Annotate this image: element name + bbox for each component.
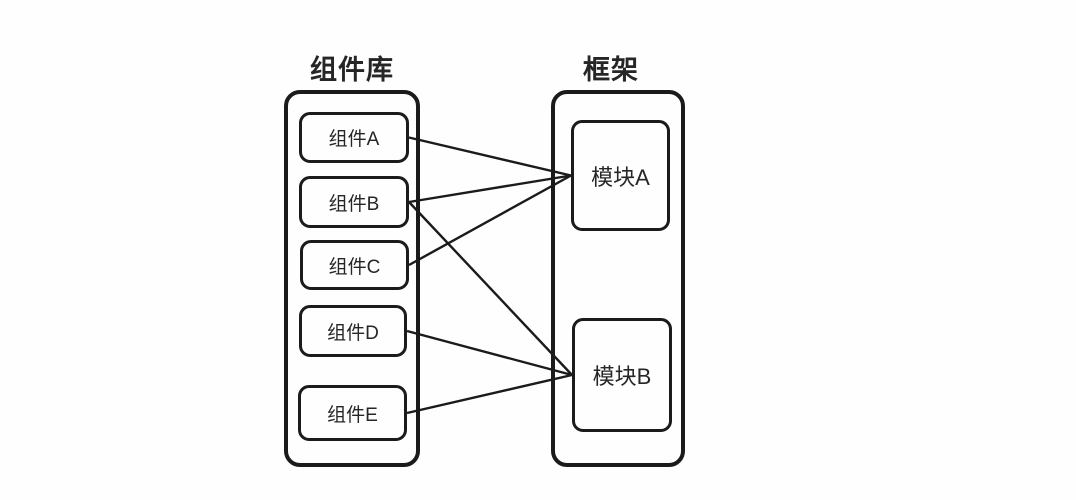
library-title: 组件库 [310, 55, 394, 85]
component-a-node: 组件A [299, 112, 409, 163]
connection-C-MA [408, 174, 572, 267]
connection-E-MB [406, 373, 573, 415]
connection-B-MB [408, 201, 573, 376]
component-c-node: 组件C [300, 240, 409, 290]
framework-title: 框架 [583, 55, 639, 85]
module-a-node: 模块A [571, 120, 670, 231]
connection-A-MA [408, 136, 572, 177]
module-b-node: 模块B [572, 318, 672, 432]
framework-container [551, 90, 685, 467]
connection-D-MB [406, 329, 573, 377]
connection-B-MA [408, 174, 572, 204]
component-e-node: 组件E [298, 385, 407, 441]
component-b-node: 组件B [299, 176, 409, 228]
component-d-node: 组件D [299, 305, 407, 357]
library-container [284, 90, 420, 467]
